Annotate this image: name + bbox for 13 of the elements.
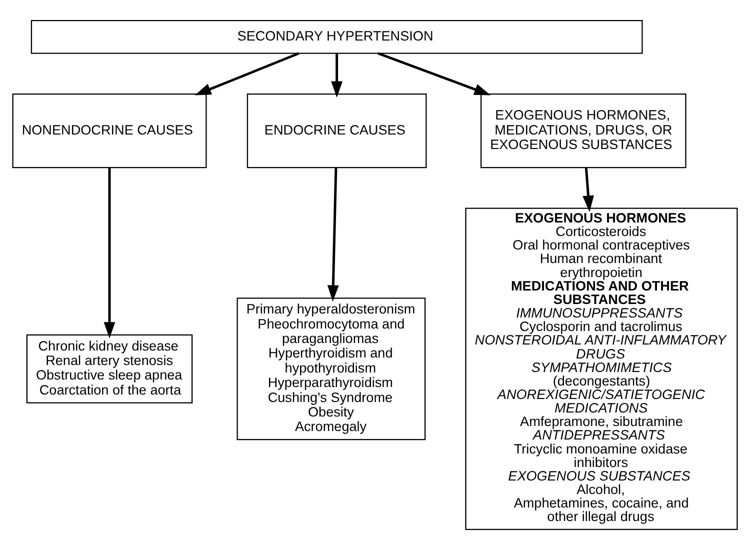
- node-box: ENDOCRINE CAUSES: [246, 92, 427, 168]
- node-box: Primary hyperaldosteronism Pheochromocytoma and paragangliomas Hyperthyroidism and hypothyroidism Hyperparathyroidism Cushing's Syndrome Obesity Acromegaly: [236, 297, 426, 440]
- node-box: SECONDARY HYPERTENSION: [30, 19, 643, 54]
- node-box: EXOGENOUS HORMONES Corticosteroids Oral hormonal contraceptives Human recombinant erythropoietin MEDICATIONS AND OTHER SUBSTANCES IMMUNOSUPPRESSANTS Cyclosporin and tacrolimus NONSTEROIDAL ANTI-INFLAMMATORY DRUGS SYMPATHOMIMETICS (decongestants) ANOREXIGENIC/SATIETOGENIC MEDICATIONS Amfepramone, sibutramine ANTIDEPRESSANTS Tricyclic monoamine oxidase inhibitors EXOGENOUS SUBSTANCES Alcohol, Amphetamines, cocaine, and other illegal drugs: [465, 207, 738, 530]
- node-box: NONENDOCRINE CAUSES: [12, 92, 207, 168]
- arrow: [331, 53, 343, 98]
- arrow: [582, 167, 594, 212]
- arrow: [327, 167, 339, 302]
- arrow: [378, 52, 491, 95]
- arrow: [194, 52, 300, 95]
- arrow: [104, 167, 116, 338]
- node-box: EXOGENOUS HORMONES, MEDICATIONS, DRUGS, OR EXOGENOUS SUBSTANCES: [480, 92, 686, 168]
- node-box: Chronic kidney disease Renal artery stenosis Obstructive sleep apnea Coarctation of the aorta: [26, 334, 193, 403]
